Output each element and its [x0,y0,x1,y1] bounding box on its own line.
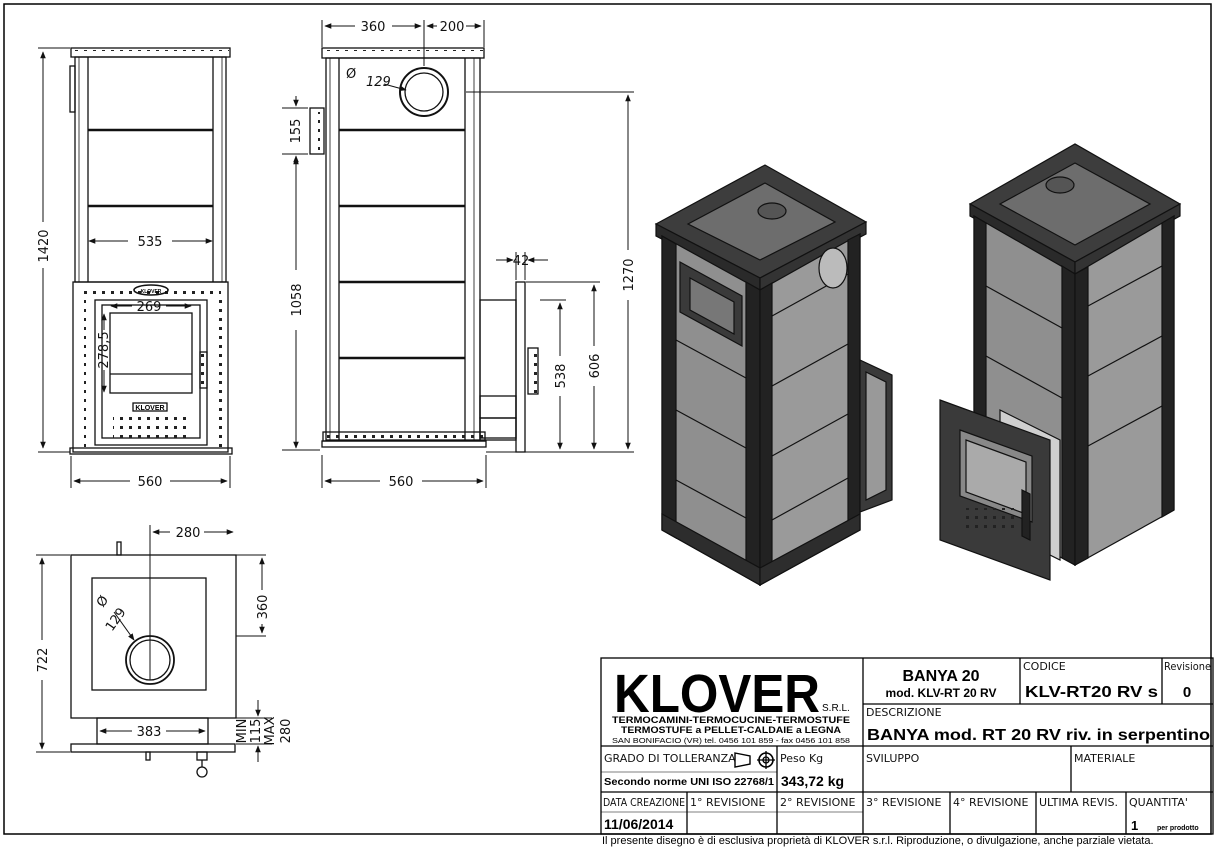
isometric-view-closed [654,164,893,587]
front-view [69,47,233,455]
title-block-grid [600,657,1214,835]
top-view [70,541,237,778]
codice-label: CODICE [1023,660,1066,673]
data-creazione-value: 11/06/2014 [604,816,674,832]
company-logo: KLOVER [614,664,820,724]
dim-front-door-height: 278,5 [97,331,112,368]
sviluppo-label: SVILUPPO [866,752,920,765]
dim-side-flue-diameter: 129 [366,75,391,90]
dim-top-max-label: MAX [263,716,278,745]
data-creazione-label: DATA CREAZIONE [603,796,685,809]
materiale-label: MATERIALE [1074,752,1135,765]
dim-front-door-width: 269 [137,300,162,315]
dim-side-width: 560 [389,475,414,490]
tolleranza-value: Secondo norme UNI ISO 22768/1 [604,777,774,788]
rev4-label: 4° REVISIONE [953,796,1028,809]
dim-top-depth: 722 [36,648,51,673]
tolleranza-label: GRADO DI TOLLERANZA [604,752,736,765]
company-line-3: SAN BONIFACIO (VR) tel. 0456 101 859 - f… [612,738,850,745]
dim-top-min-value: 115 [249,719,264,744]
product-model: mod. KLV-RT 20 RV [886,686,997,700]
dim-side-top-left: 360 [361,20,386,35]
ultima-revis-label: ULTIMA REVIS. [1039,796,1118,809]
dim-top-flue-diameter: 129 [103,605,130,634]
stove-badge-front: KLOVER [141,289,162,295]
revisione-label: Revisione [1164,660,1211,673]
dim-top-offset-x: 280 [176,526,201,541]
dim-side-top-right: 200 [440,20,465,35]
copyright-footer: Il presente disegno è di esclusiva propr… [602,835,1154,847]
revisione-value: 0 [1183,684,1191,701]
dim-side-height-1058: 1058 [290,283,305,316]
dim-side-handle-height: 155 [289,119,304,144]
dim-top-offset-y: 360 [256,595,271,620]
dim-top-flue-symbol: Ø [94,593,112,610]
quantita-value: 1 [1131,818,1138,833]
company-logo-suffix: S.R.L. [822,703,850,714]
descrizione-label: DESCRIZIONE [866,706,942,719]
dim-side-door-depth: 42 [513,254,530,269]
dim-side-flue-symbol: Ø [346,67,356,82]
dim-front-width: 560 [138,475,163,490]
rev2-label: 2° REVISIONE [780,796,855,809]
dim-front-height: 1420 [37,229,52,262]
quantita-label: QUANTITA' [1129,796,1188,809]
dim-top-max-value: 280 [279,719,294,744]
top-dimensions [36,525,272,762]
peso-value: 343,72 kg [781,773,844,789]
dim-side-height-1270: 1270 [622,258,637,291]
isometric-view-open [939,143,1182,581]
peso-label: Peso Kg [780,752,823,765]
dim-front-inner-width: 535 [138,235,163,250]
dim-side-height-538: 538 [554,364,569,389]
product-name: BANYA 20 [902,668,979,685]
company-line-1: TERMOCAMINI-TERMOCUCINE-TERMOSTUFE [612,715,850,725]
side-view [309,47,539,453]
front-dimensions [38,47,231,488]
dim-top-min-label: MIN [235,719,250,744]
descrizione-value: BANYA mod. RT 20 RV riv. in serpentino [867,727,1210,744]
dim-side-height-606: 606 [588,354,603,379]
rev3-label: 3° REVISIONE [866,796,941,809]
stove-badge-door: KLOVER [135,405,164,412]
codice-value: KLV-RT20 RV s [1025,684,1158,701]
quantita-unit: per prodotto [1157,825,1199,832]
company-line-2: TERMOSTUFE a PELLET-CALDAIE a LEGNA [621,725,842,735]
rev1-label: 1° REVISIONE [690,796,765,809]
side-dimensions [282,20,634,488]
dim-top-base-width: 383 [137,725,162,740]
